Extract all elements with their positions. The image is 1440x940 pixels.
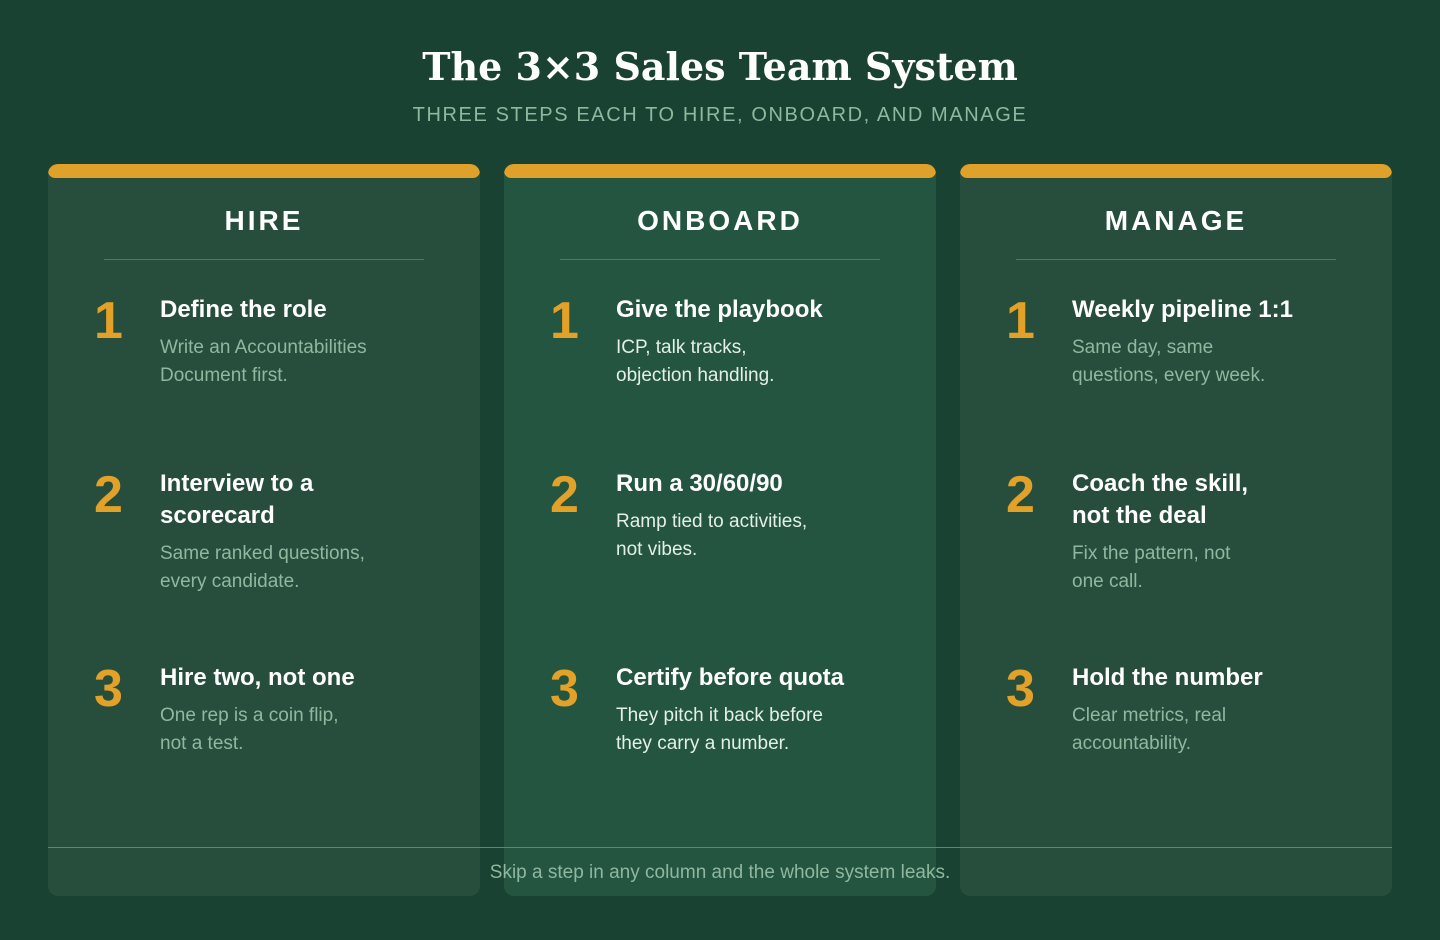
step-description-line: not vibes. bbox=[616, 539, 698, 560]
column-title: MANAGE bbox=[1104, 205, 1248, 236]
column-divider bbox=[104, 259, 424, 260]
page-title: The 3×3 Sales Team System bbox=[422, 44, 1018, 89]
step-description-line: Clear metrics, real bbox=[1072, 705, 1227, 726]
step-description: Same day, same questions, every week. bbox=[1072, 334, 1372, 390]
step-description-line: one call. bbox=[1072, 571, 1143, 592]
step-description-line: Document first. bbox=[160, 365, 288, 386]
step-heading-line: Weekly pipeline 1:1 bbox=[1072, 296, 1293, 323]
step-number: 1 bbox=[1006, 292, 1035, 350]
step-heading: Run a 30/60/90 bbox=[616, 468, 916, 500]
step-number: 3 bbox=[550, 660, 579, 718]
column-divider bbox=[1016, 259, 1336, 260]
step-description-line: Ramp tied to activities, bbox=[616, 511, 808, 532]
step-description-line: Write an Accountabilities bbox=[160, 337, 367, 358]
step-description-line: Same ranked questions, bbox=[160, 543, 365, 564]
step-heading: Hold the number bbox=[1072, 662, 1372, 694]
step-description-line: One rep is a coin flip, bbox=[160, 705, 339, 726]
column-divider bbox=[560, 259, 880, 260]
step-heading-line: Run a 30/60/90 bbox=[616, 470, 783, 497]
page-subtitle: THREE STEPS EACH TO HIRE, ONBOARD, AND M… bbox=[412, 104, 1028, 126]
step-description-line: They pitch it back before bbox=[616, 705, 823, 726]
step-description-line: accountability. bbox=[1072, 733, 1191, 754]
column-accent-bar bbox=[48, 164, 480, 178]
step-description-line: they carry a number. bbox=[616, 733, 790, 754]
step-number: 1 bbox=[94, 292, 123, 350]
step-description: Write an Accountabilities Document first… bbox=[160, 334, 460, 390]
step-description-line: every candidate. bbox=[160, 571, 300, 592]
step-number: 2 bbox=[94, 466, 123, 524]
column-title: HIRE bbox=[224, 205, 304, 236]
step-description: Fix the pattern, not one call. bbox=[1072, 540, 1372, 596]
column-hire: HIRE 1 Define the role Write an Accounta… bbox=[48, 164, 480, 896]
step-heading: Coach the skill, not the deal bbox=[1072, 468, 1372, 532]
footer-divider bbox=[48, 847, 1392, 848]
step-description-line: ICP, talk tracks, bbox=[616, 337, 747, 358]
step-description: ICP, talk tracks, objection handling. bbox=[616, 334, 916, 390]
step-description-line: objection handling. bbox=[616, 365, 775, 386]
step-description-line: not a test. bbox=[160, 733, 244, 754]
step-description-line: Same day, same bbox=[1072, 337, 1214, 358]
step-description-line: Fix the pattern, not bbox=[1072, 543, 1231, 564]
step-heading: Give the playbook bbox=[616, 294, 916, 326]
step-heading-line: Hold the number bbox=[1072, 664, 1263, 691]
step-heading-line: Define the role bbox=[160, 296, 327, 323]
step-heading: Weekly pipeline 1:1 bbox=[1072, 294, 1372, 326]
step-description-line: questions, every week. bbox=[1072, 365, 1266, 386]
column-manage: MANAGE 1 Weekly pipeline 1:1 Same day, s… bbox=[960, 164, 1392, 896]
step-number: 3 bbox=[94, 660, 123, 718]
step-heading-line: Coach the skill, bbox=[1072, 470, 1249, 497]
step-number: 2 bbox=[550, 466, 579, 524]
step-number: 2 bbox=[1006, 466, 1035, 524]
column-accent-bar bbox=[960, 164, 1392, 178]
step-heading-line: Give the playbook bbox=[616, 296, 823, 323]
step-heading-line: Hire two, not one bbox=[160, 664, 355, 691]
step-heading-line: not the deal bbox=[1072, 502, 1207, 529]
step-description: Clear metrics, real accountability. bbox=[1072, 702, 1372, 758]
step-number: 3 bbox=[1006, 660, 1035, 718]
column-onboard: ONBOARD 1 Give the playbook ICP, talk tr… bbox=[504, 164, 936, 896]
step-description: They pitch it back before they carry a n… bbox=[616, 702, 916, 758]
step-heading: Hire two, not one bbox=[160, 662, 460, 694]
step-heading: Certify before quota bbox=[616, 662, 916, 694]
column-title: ONBOARD bbox=[637, 205, 803, 236]
step-description: One rep is a coin flip, not a test. bbox=[160, 702, 460, 758]
step-heading: Define the role bbox=[160, 294, 460, 326]
step-description: Same ranked questions, every candidate. bbox=[160, 540, 460, 596]
step-description: Ramp tied to activities, not vibes. bbox=[616, 508, 916, 564]
step-heading-line: scorecard bbox=[160, 502, 275, 529]
footer-note: Skip a step in any column and the whole … bbox=[489, 862, 951, 883]
step-heading-line: Interview to a bbox=[160, 470, 314, 497]
column-accent-bar bbox=[504, 164, 936, 178]
step-number: 1 bbox=[550, 292, 579, 350]
step-heading-line: Certify before quota bbox=[616, 664, 845, 691]
step-heading: Interview to a scorecard bbox=[160, 468, 460, 532]
